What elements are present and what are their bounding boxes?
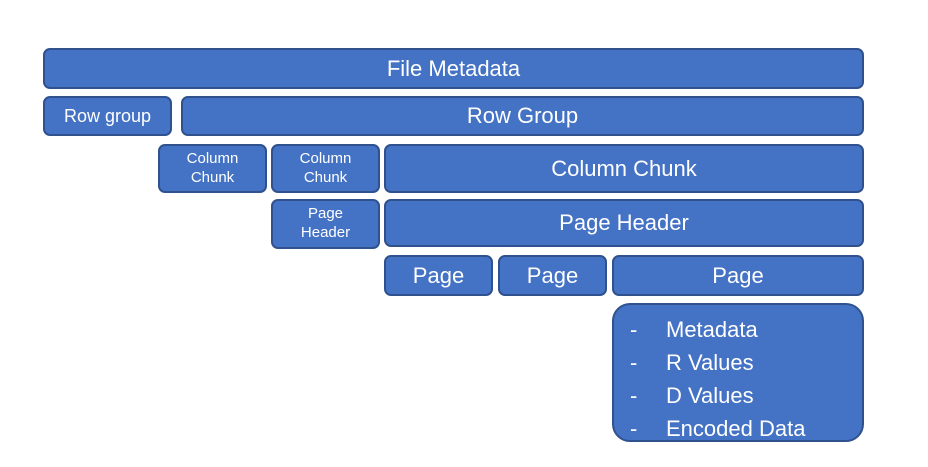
page-box-1: Page [384,255,493,296]
page-contents-item: - D Values [614,379,862,412]
column-chunk-small-box-1: Column Chunk [158,144,267,193]
page-label-3: Page [712,262,764,288]
page-contents-item: - R Values [614,346,862,379]
column-chunk-small-box-2: Column Chunk [271,144,380,193]
page-box-2: Page [498,255,607,296]
page-contents-item: - Encoded Data [614,412,862,445]
column-chunk-small-label-1: Column Chunk [186,149,239,186]
page-contents-text: Metadata [666,316,758,342]
column-chunk-box: Column Chunk [384,144,864,193]
page-header-box: Page Header [384,199,864,247]
page-contents-text: Encoded Data [666,415,806,441]
list-bullet: - [630,415,638,441]
file-metadata-box: File Metadata [43,48,864,89]
column-chunk-small-label-2: Column Chunk [299,149,352,186]
page-header-label: Page Header [559,210,689,236]
list-bullet: - [630,316,638,342]
page-header-small-box: Page Header [271,199,380,249]
page-contents-text: R Values [666,349,754,375]
row-group-small-label: Row group [63,105,152,126]
page-contents-item: - Metadata [614,313,862,346]
page-box-3: Page [612,255,864,296]
page-header-small-label: Page Header [300,205,351,241]
page-contents-list: - Metadata - R Values - D Values - Encod… [614,313,862,441]
page-label-2: Page [526,262,579,288]
row-group-label: Row Group [466,103,579,129]
list-bullet: - [630,382,638,408]
row-group-small-box: Row group [43,96,172,136]
file-metadata-label: File Metadata [386,55,521,81]
row-group-box: Row Group [181,96,864,136]
page-contents-box: - Metadata - R Values - D Values - Encod… [612,303,864,442]
page-label-1: Page [412,262,465,288]
list-bullet: - [630,349,638,375]
column-chunk-label: Column Chunk [551,155,697,181]
page-contents-text: D Values [666,382,754,408]
